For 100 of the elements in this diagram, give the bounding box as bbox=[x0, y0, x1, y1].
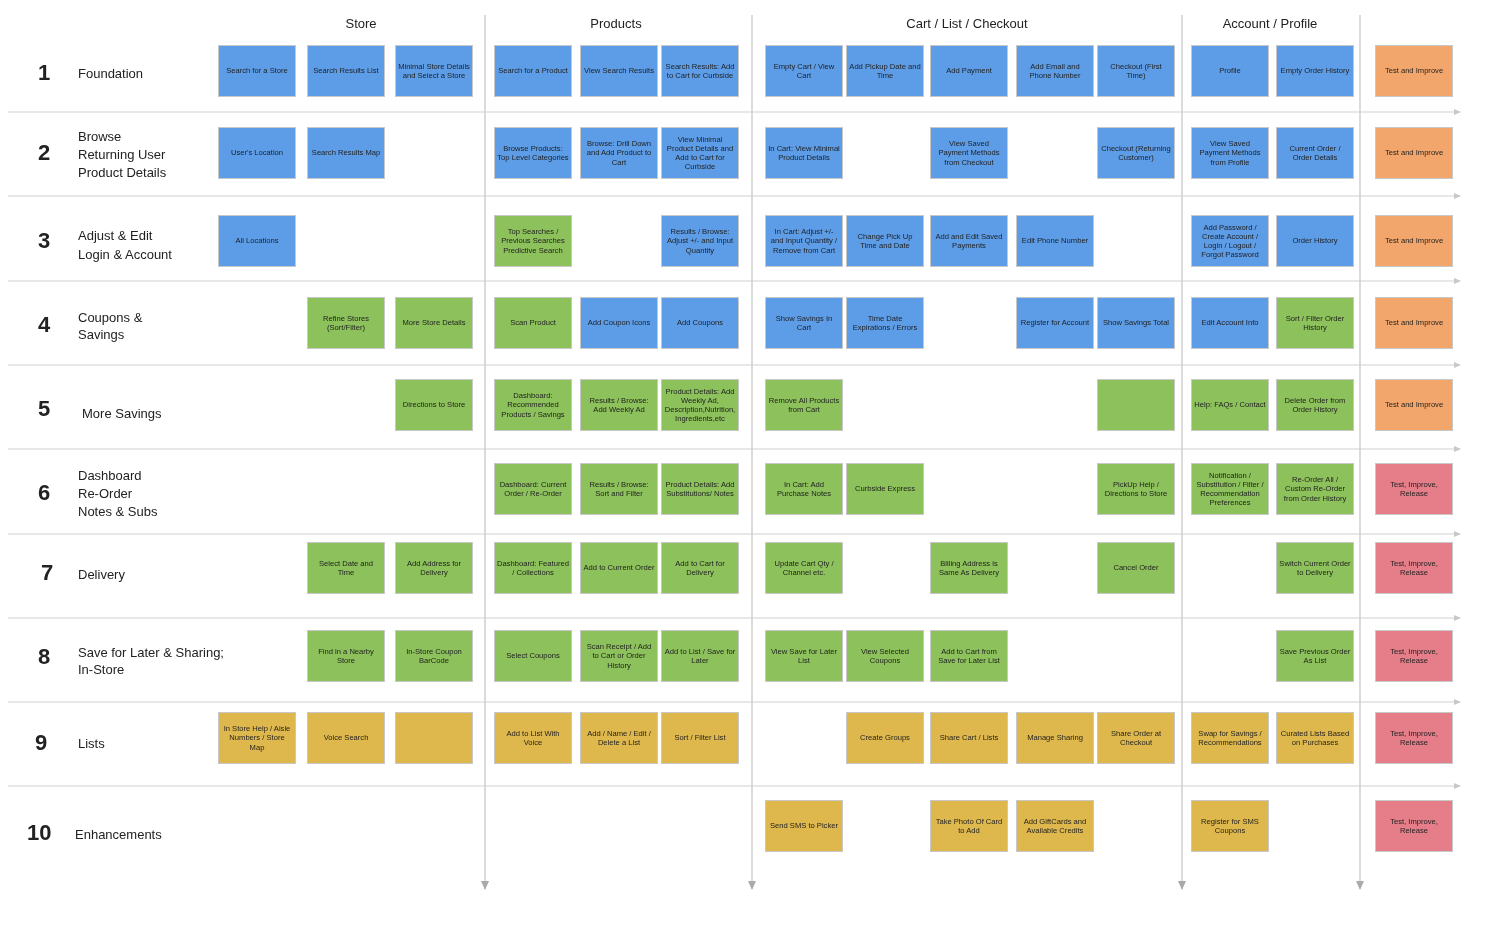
sticky-note bbox=[1191, 127, 1269, 179]
sticky-note bbox=[661, 463, 739, 515]
sticky-note bbox=[661, 215, 739, 267]
sticky-note bbox=[930, 712, 1008, 764]
sticky-note bbox=[580, 127, 658, 179]
sticky-note bbox=[1276, 630, 1354, 682]
column-heading: Cart / List / Checkout bbox=[906, 16, 1028, 31]
sticky-note bbox=[1097, 463, 1175, 515]
sticky-note bbox=[1097, 542, 1175, 594]
row-number: 7 bbox=[41, 560, 54, 586]
sticky-note bbox=[846, 297, 924, 349]
sticky-note bbox=[846, 45, 924, 97]
sticky-note bbox=[1276, 542, 1354, 594]
sticky-note bbox=[395, 630, 473, 682]
sticky-note bbox=[765, 379, 843, 431]
sticky-note bbox=[765, 630, 843, 682]
sticky-note bbox=[1191, 45, 1269, 97]
sticky-note bbox=[307, 630, 385, 682]
sticky-note bbox=[1375, 127, 1453, 179]
sticky-note bbox=[765, 127, 843, 179]
sticky-note bbox=[930, 215, 1008, 267]
sticky-note bbox=[1097, 297, 1175, 349]
sticky-note bbox=[1097, 45, 1175, 97]
sticky-note bbox=[846, 712, 924, 764]
column-heading: Products bbox=[590, 16, 642, 31]
sticky-note bbox=[930, 127, 1008, 179]
sticky-note bbox=[1375, 800, 1453, 852]
sticky-note bbox=[1276, 215, 1354, 267]
sticky-note bbox=[307, 542, 385, 594]
row-title: Login & Account bbox=[78, 246, 172, 263]
sticky-note bbox=[661, 45, 739, 97]
sticky-note bbox=[765, 800, 843, 852]
sticky-note bbox=[1276, 297, 1354, 349]
sticky-note bbox=[580, 45, 658, 97]
sticky-note bbox=[846, 463, 924, 515]
row-title: Adjust & Edit bbox=[78, 227, 153, 244]
sticky-note bbox=[1016, 215, 1094, 267]
sticky-note bbox=[580, 297, 658, 349]
row-number: 5 bbox=[38, 396, 51, 422]
sticky-note bbox=[1375, 215, 1453, 267]
row-title: Product Details bbox=[78, 164, 167, 181]
sticky-note bbox=[661, 297, 739, 349]
sticky-note bbox=[930, 542, 1008, 594]
sticky-note bbox=[1276, 712, 1354, 764]
sticky-note bbox=[765, 215, 843, 267]
sticky-note bbox=[1375, 630, 1453, 682]
row-number: 10 bbox=[27, 820, 52, 846]
sticky-note bbox=[580, 630, 658, 682]
sticky-note bbox=[580, 542, 658, 594]
sticky-note bbox=[846, 215, 924, 267]
row-title: Notes & Subs bbox=[78, 503, 158, 520]
row-title: Foundation bbox=[78, 65, 144, 82]
row-number: 2 bbox=[38, 140, 51, 166]
sticky-note bbox=[494, 45, 572, 97]
sticky-note bbox=[1191, 215, 1269, 267]
sticky-note bbox=[765, 297, 843, 349]
sticky-note bbox=[494, 542, 572, 594]
sticky-note bbox=[765, 542, 843, 594]
sticky-note bbox=[395, 379, 473, 431]
sticky-note bbox=[765, 45, 843, 97]
sticky-note bbox=[307, 127, 385, 179]
sticky-note bbox=[494, 630, 572, 682]
sticky-note bbox=[1375, 379, 1453, 431]
sticky-note bbox=[1276, 127, 1354, 179]
sticky-note bbox=[395, 297, 473, 349]
sticky-note bbox=[1191, 463, 1269, 515]
sticky-note bbox=[395, 542, 473, 594]
sticky-note bbox=[661, 379, 739, 431]
column-heading: Account / Profile bbox=[1222, 16, 1318, 31]
sticky-note bbox=[1191, 379, 1269, 431]
row-number: 1 bbox=[38, 60, 51, 86]
sticky-note bbox=[1097, 712, 1175, 764]
sticky-note bbox=[218, 127, 296, 179]
sticky-note bbox=[1375, 45, 1453, 97]
sticky-note bbox=[1375, 463, 1453, 515]
sticky-note bbox=[1016, 45, 1094, 97]
sticky-note bbox=[307, 45, 385, 97]
row-title: Enhancements bbox=[75, 826, 162, 843]
sticky-note bbox=[218, 712, 296, 764]
sticky-note bbox=[1375, 297, 1453, 349]
sticky-note bbox=[218, 45, 296, 97]
sticky-note bbox=[1016, 297, 1094, 349]
row-title: Coupons & Savings bbox=[78, 309, 144, 343]
row-title: Dashboard bbox=[78, 467, 142, 484]
row-title: Save for Later & Sharing; In-Store bbox=[78, 644, 225, 678]
sticky-note bbox=[930, 630, 1008, 682]
sticky-note bbox=[661, 712, 739, 764]
sticky-note bbox=[1097, 127, 1175, 179]
sticky-note bbox=[1016, 712, 1094, 764]
row-title: More Savings bbox=[82, 405, 162, 422]
row-number: 3 bbox=[38, 228, 51, 254]
sticky-note bbox=[1375, 712, 1453, 764]
sticky-note bbox=[1191, 297, 1269, 349]
sticky-note bbox=[494, 463, 572, 515]
sticky-note bbox=[395, 45, 473, 97]
sticky-note bbox=[661, 630, 739, 682]
sticky-note bbox=[494, 297, 572, 349]
sticky-note bbox=[494, 379, 572, 431]
sticky-note bbox=[1276, 379, 1354, 431]
sticky-note bbox=[494, 712, 572, 764]
